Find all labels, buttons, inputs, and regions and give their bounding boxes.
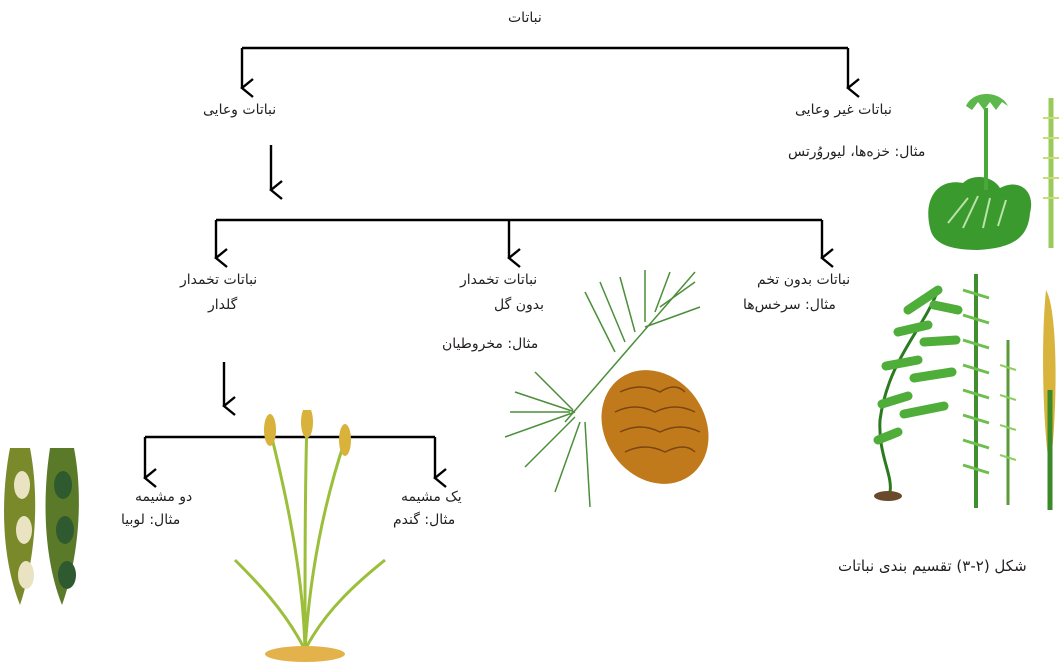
fern-illustration: [868, 270, 1061, 515]
moss-liverwort-illustration: [918, 78, 1061, 258]
gymnosperm-example: مثال: مخروطیان: [442, 337, 538, 351]
vascular-label: نباتات وعایی: [203, 103, 276, 117]
wheat-illustration: [225, 410, 395, 665]
gymnosperm-label-line2: بدون گل: [494, 298, 544, 312]
monocot-label: یک مشیمه: [401, 490, 462, 504]
root-label: نباتات: [508, 11, 542, 25]
figure-caption: شکل (۲-۳) تقسیم بندی نباتات: [838, 559, 1027, 574]
non-vascular-label: نباتات غیر وعایی: [795, 103, 892, 117]
gymnosperm-label-line1: نباتات تخمدار: [460, 273, 537, 287]
bean-pod-illustration: [0, 440, 92, 610]
seedless-example: مثال: سرخس‌ها: [743, 298, 836, 312]
dicot-example: مثال: لوبیا: [121, 513, 180, 527]
non-vascular-example: مثال: خزه‌ها، لیوروُرتس: [788, 145, 925, 159]
angiosperm-label-line2: گلدار: [208, 298, 237, 312]
angiosperm-label-line1: نباتات تخمدار: [180, 273, 257, 287]
monocot-example: مثال: گندم: [393, 513, 455, 527]
seedless-label: نباتات بدون تخم: [757, 273, 850, 287]
dicot-label: دو مشیمه: [135, 490, 192, 504]
